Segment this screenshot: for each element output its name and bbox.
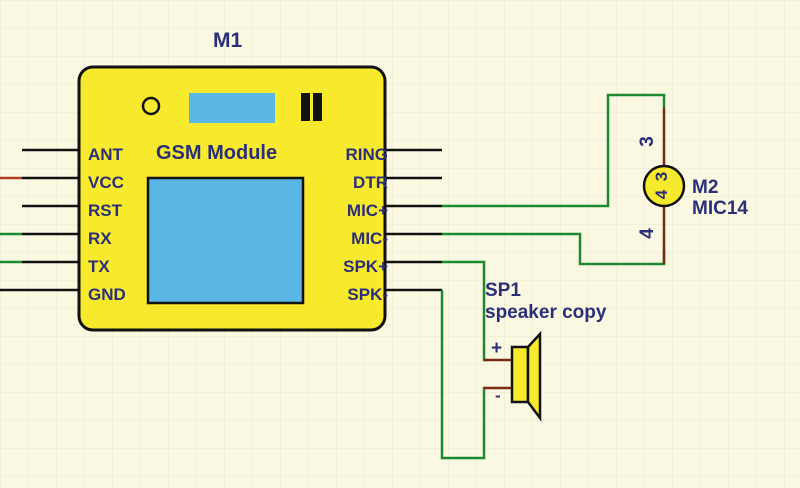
- module-screen: [146, 176, 305, 305]
- mic-ref: M2: [692, 177, 719, 198]
- wire-mic-plus: [442, 93, 666, 208]
- mic-inner-bottom-label: 4: [652, 189, 672, 200]
- module-title: GSM Module: [156, 142, 278, 164]
- mic-value: MIC14: [692, 198, 748, 219]
- wire-spk-plus: [442, 260, 486, 362]
- module-connector-bar-2: [313, 93, 322, 121]
- pin-label-spk-minus: SPK-: [347, 285, 388, 304]
- pin-label-tx: TX: [88, 257, 110, 276]
- pin-label-dtr: DTR: [353, 173, 388, 192]
- wire-spk-minus: [440, 290, 486, 460]
- speaker-minus-label: -: [495, 386, 501, 405]
- module-sim-slot: [189, 93, 275, 123]
- speaker-plus-label: +: [491, 338, 503, 359]
- module-connector-bar-1: [301, 93, 310, 121]
- pin-label-spk-plus: SPK+: [343, 257, 388, 276]
- module-ref: M1: [213, 29, 243, 52]
- module-led-icon: [141, 96, 161, 116]
- pin-label-ant: ANT: [88, 145, 123, 164]
- speaker-cone: [526, 330, 542, 422]
- pin-label-mic-minus: MIC-: [351, 229, 388, 248]
- pin-label-ring: RING: [345, 145, 389, 164]
- speaker-ref: SP1: [485, 280, 521, 301]
- pin-label-rst: RST: [88, 201, 122, 220]
- mic-pin-top-label: 3: [636, 136, 658, 147]
- pin-label-vcc: VCC: [88, 173, 124, 192]
- pin-label-mic-plus: MIC+: [346, 201, 388, 220]
- pin-label-gnd: GND: [88, 285, 126, 304]
- mic-inner-top-label: 3: [652, 171, 672, 182]
- microphone-symbol: [642, 164, 686, 208]
- mic-pin-bottom-label: 4: [636, 228, 658, 239]
- speaker-body: [510, 345, 530, 404]
- speaker-value: speaker copy: [485, 302, 607, 323]
- pin-label-rx: RX: [88, 229, 112, 248]
- wire-mic-minus: [442, 232, 666, 266]
